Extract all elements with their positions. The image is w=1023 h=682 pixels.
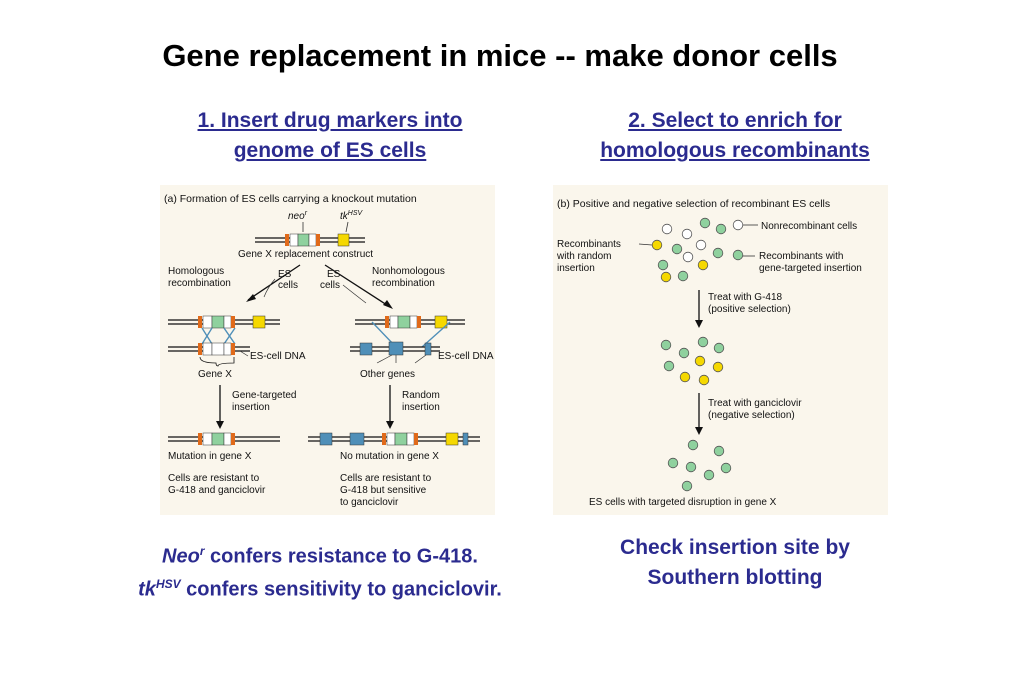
initial-cell-population: [651, 217, 744, 283]
final-cells-label: ES cells with targeted disruption in gen…: [589, 497, 777, 508]
step-2-line-1: 2. Select to enrich for: [628, 109, 842, 132]
recomb-targeted-label-2: gene-targeted insertion: [759, 263, 862, 274]
recomb-random-label-3: insertion: [557, 263, 595, 274]
recomb-targeted-label-1: Recombinants with: [759, 251, 843, 262]
es-cells-right-2: cells: [320, 280, 340, 291]
random-result-dna: [308, 432, 480, 446]
slide-title: Gene replacement in mice -- make donor c…: [162, 38, 838, 73]
knockout-diagram-panel: (a) Formation of ES cells carrying a kno…: [160, 185, 495, 515]
es-cells-left-2: cells: [278, 280, 298, 291]
neo-superscript: r: [199, 544, 205, 558]
gene-targeted-label-1: Gene-targeted: [232, 390, 297, 401]
resistance-right-2: G-418 but sensitive: [340, 485, 427, 496]
resistance-left-2: G-418 and ganciclovir: [168, 485, 266, 496]
es-dna-left-label: ES-cell DNA: [250, 351, 306, 362]
targeted-result-dna: [168, 432, 280, 446]
gene-targeted-label-2: insertion: [232, 402, 270, 413]
step-2-heading: 2. Select to enrich for homologous recom…: [555, 106, 915, 166]
no-mutation-label: No mutation in gene X: [340, 451, 439, 462]
drug-marker-note: Neor confers resistance to G-418. tkHSV …: [100, 538, 540, 603]
tk-note-text: confers sensitivity to ganciclovir.: [180, 578, 502, 601]
resistance-right-3: to ganciclovir: [340, 497, 399, 508]
tk-label: tkHSV: [340, 210, 364, 222]
homologous-label-2: recombination: [168, 278, 231, 289]
tk-term: tk: [138, 578, 156, 601]
ganciclovir-label-2: (negative selection): [708, 410, 795, 421]
neo-label: neor: [288, 210, 308, 222]
construct-label: Gene X replacement construct: [238, 249, 373, 260]
southern-note-line-1: Check insertion site by: [620, 536, 850, 559]
panel-b-header: (b) Positive and negative selection of r…: [557, 198, 830, 210]
homologous-label-1: Homologous: [168, 266, 224, 277]
step-1-line-1: 1. Insert drug markers into: [197, 109, 463, 132]
neo-note-text: confers resistance to G-418.: [204, 545, 478, 568]
selection-diagram: (b) Positive and negative selection of r…: [556, 198, 862, 508]
g418-label-1: Treat with G-418: [708, 292, 783, 303]
final-targeted-cells: [667, 439, 732, 492]
after-positive-selection-cells: [660, 336, 725, 386]
mutation-label: Mutation in gene X: [168, 451, 252, 462]
nonhomologous-recombination-diagram: [350, 315, 465, 364]
southern-blot-note: Check insertion site by Southern blottin…: [570, 533, 900, 593]
nonhomologous-label-1: Nonhomologous: [372, 266, 445, 277]
nonrecombinant-label: Nonrecombinant cells: [761, 221, 857, 232]
knockout-diagram: (a) Formation of ES cells carrying a kno…: [164, 193, 494, 508]
es-dna-right-label: ES-cell DNA: [438, 351, 494, 362]
nonhomologous-label-2: recombination: [372, 278, 435, 289]
ganciclovir-label-1: Treat with ganciclovir: [708, 398, 802, 409]
homologous-recombination-diagram: [168, 315, 280, 367]
g418-label-2: (positive selection): [708, 304, 791, 315]
resistance-right-1: Cells are resistant to: [340, 473, 432, 484]
selection-diagram-panel: (b) Positive and negative selection of r…: [553, 185, 888, 515]
random-insertion-label-2: insertion: [402, 402, 440, 413]
step-1-heading: 1. Insert drug markers into genome of ES…: [160, 106, 500, 166]
southern-note-line-2: Southern blotting: [647, 566, 823, 589]
recomb-random-label-2: with random: [556, 251, 611, 262]
tk-superscript: HSV: [155, 576, 181, 591]
es-cells-right-1: ES: [327, 269, 341, 280]
other-genes-label: Other genes: [360, 369, 415, 380]
neo-term: Neo: [162, 545, 200, 568]
resistance-left-1: Cells are resistant to: [168, 473, 260, 484]
step-1-line-2: genome of ES cells: [233, 139, 427, 162]
gene-x-label: Gene X: [198, 369, 232, 380]
recomb-random-label-1: Recombinants: [557, 239, 621, 250]
panel-a-header: (a) Formation of ES cells carrying a kno…: [164, 193, 417, 205]
replacement-construct: [255, 233, 365, 247]
step-2-line-2: homologous recombinants: [600, 139, 870, 162]
random-insertion-label-1: Random: [402, 390, 440, 401]
